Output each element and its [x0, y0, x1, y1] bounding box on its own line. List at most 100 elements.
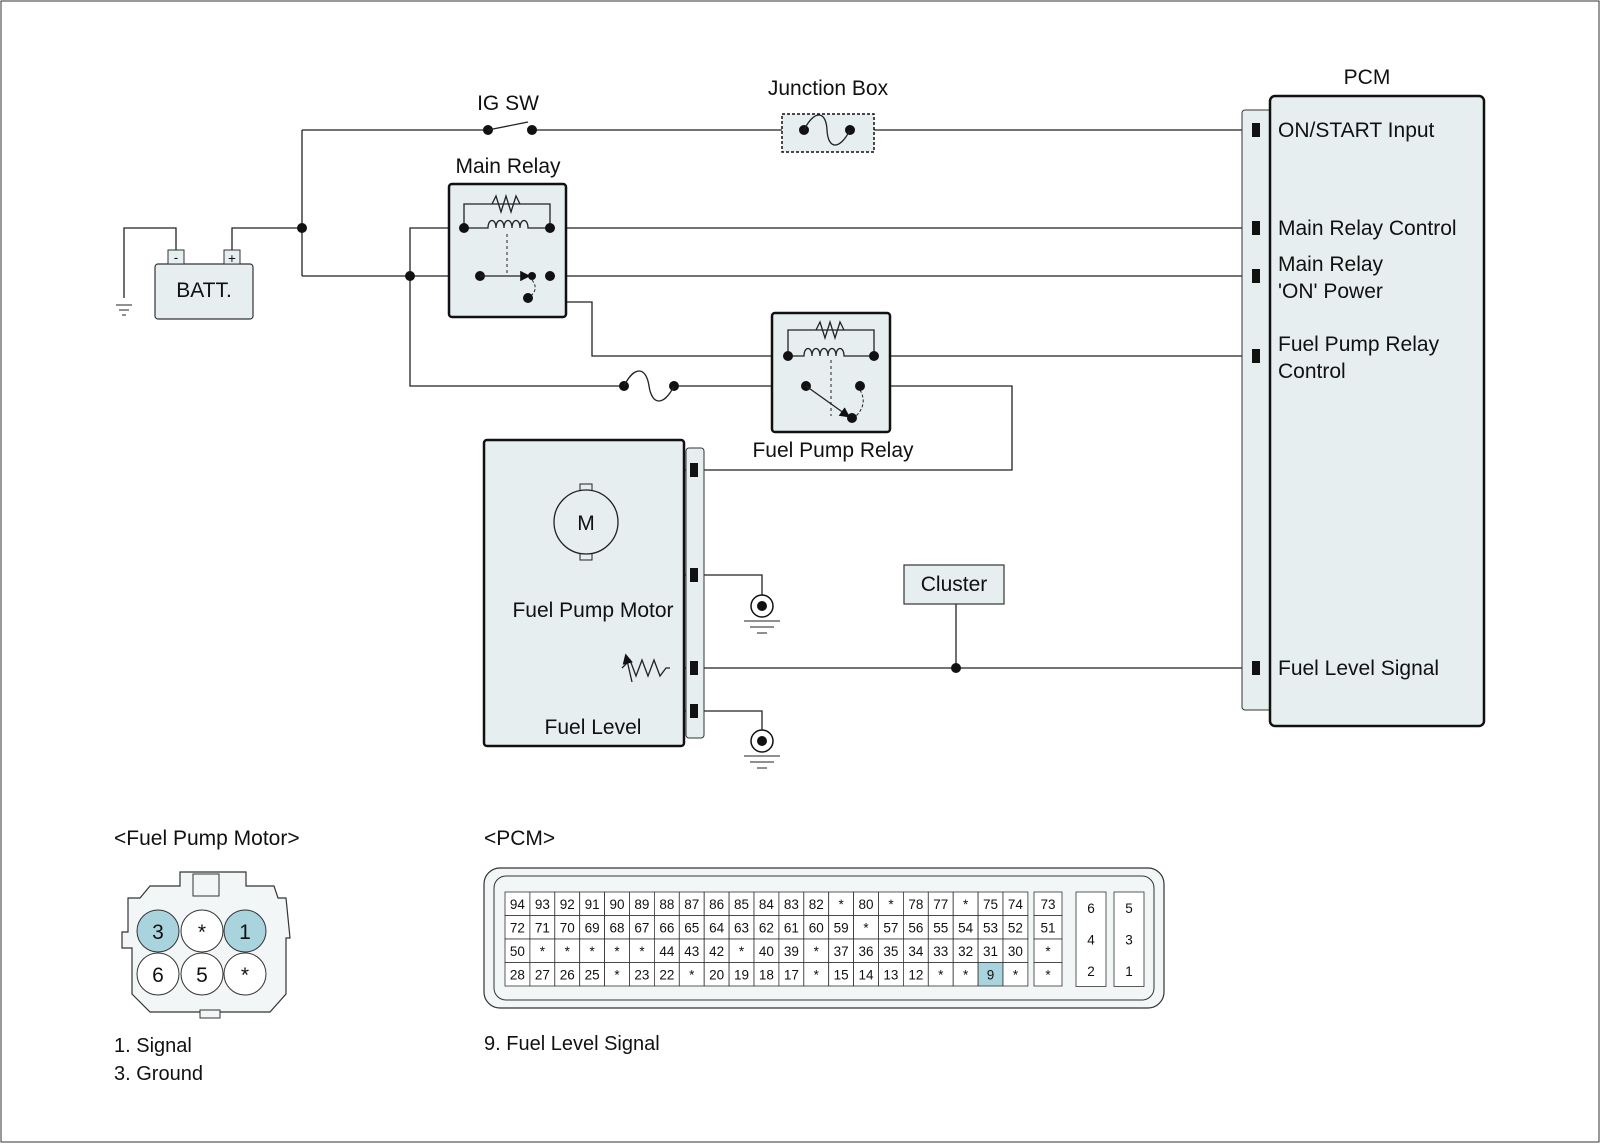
pcm-pin-number: 42	[709, 944, 724, 959]
pcm-pin-number: 23	[634, 968, 649, 983]
pcm-pin-number: 13	[883, 968, 898, 983]
fuel-pump-pin	[690, 661, 698, 675]
pcm-pin-number: 85	[734, 897, 749, 912]
pcm-pin-number: 62	[759, 921, 774, 936]
fuel-pump-pin-note: 3. Ground	[114, 1063, 203, 1085]
pcm-pin-number: 78	[908, 897, 923, 912]
battery-pos-terminal	[223, 249, 241, 265]
pcm-small-pin-number: 3	[1125, 933, 1133, 948]
pcm-pin-number: 90	[610, 897, 625, 912]
pcm-pin-number: 75	[983, 897, 998, 912]
junction-box-label: Junction Box	[768, 77, 889, 100]
pcm-pin-number: *	[963, 897, 969, 912]
pcm-pin-number: 67	[634, 921, 649, 936]
fuel-pump-pin-number: 1	[239, 921, 251, 944]
pcm-pin-number: *	[839, 897, 845, 912]
cluster-label: Cluster	[921, 573, 988, 596]
pcm-pin-number: 43	[684, 944, 699, 959]
fuel-pump-connector-pin	[136, 909, 180, 953]
pcm-pin-number: 27	[535, 968, 550, 983]
pcm-pin-number: 52	[1008, 921, 1023, 936]
pcm-pin-number: 39	[784, 944, 799, 959]
fuel-pump-pin-number: 3	[152, 921, 164, 944]
pcm-pin-number: *	[540, 944, 546, 959]
pcm-pin-number: *	[639, 944, 645, 959]
fuel-pump-motor-connector-title: <Fuel Pump Motor>	[114, 827, 300, 850]
pcm-pin-number: 35	[883, 944, 898, 959]
pcm-pin-number: 34	[908, 944, 924, 959]
pcm-pin-number: 74	[1008, 897, 1024, 912]
pcm-pin-number: 18	[759, 968, 774, 983]
pcm-pin-number: 72	[510, 921, 525, 936]
pcm-pin-terminal	[1252, 349, 1260, 363]
fuel-pump-connector-pin	[180, 909, 224, 953]
fuse-icon	[623, 370, 675, 402]
pcm-pin-note: 9. Fuel Level Signal	[484, 1033, 660, 1055]
pcm-pin-number: 63	[734, 921, 749, 936]
fuel-pump-connector-pin	[180, 952, 224, 996]
pcm-pin-label: Main Relay	[1278, 253, 1384, 276]
pcm-pin-number: *	[1013, 968, 1019, 983]
pcm-pin-terminal	[1252, 269, 1260, 283]
fuel-level-label: Fuel Level	[545, 716, 642, 739]
pcm-pin-number: 91	[585, 897, 600, 912]
pcm-small-block-right	[1113, 891, 1145, 987]
pcm-pin-number: *	[689, 968, 695, 983]
pcm-pin-number: 84	[759, 897, 775, 912]
fuel-pump-relay-label: Fuel Pump Relay	[752, 439, 914, 462]
pcm-pin-number: 94	[510, 897, 526, 912]
wire-junction-dots	[297, 223, 961, 673]
chassis-ground-symbol	[116, 304, 132, 316]
pcm-pin-number: 92	[560, 897, 575, 912]
pcm-pin-number: 89	[634, 897, 649, 912]
main-relay-resistor-icon	[491, 193, 521, 215]
pcm-pin-number: *	[814, 968, 820, 983]
fuel-pump-pin-number: *	[198, 921, 206, 944]
pcm-pin-number: 56	[908, 921, 923, 936]
pcm-pin-number: 26	[560, 968, 575, 983]
battery-neg-label: -	[174, 250, 179, 265]
fuel-pump-pin	[690, 568, 698, 582]
pcm-pin-number: *	[590, 944, 596, 959]
pcm-pin-number: 37	[834, 944, 849, 959]
junction-box: Junction Box	[768, 77, 889, 153]
pcm-pin-number: *	[938, 968, 944, 983]
main-relay-coil-icon	[464, 219, 550, 229]
pcm-pin-number: 14	[859, 968, 875, 983]
pcm-pin-number: 64	[709, 921, 725, 936]
cluster: Cluster	[903, 564, 1005, 605]
pcm-small-pin-number: 2	[1087, 964, 1095, 979]
pcm-pin-terminal	[1252, 123, 1260, 137]
pcm-pin-label: ON/START Input	[1278, 119, 1435, 142]
pcm-pin-number: 86	[709, 897, 724, 912]
pcm-pin-number: 61	[784, 921, 799, 936]
battery-label: BATT.	[176, 279, 232, 302]
pcm-pin-number: 71	[535, 921, 550, 936]
body-ground-icon	[744, 729, 780, 769]
pcm-pin-number: *	[963, 968, 969, 983]
pcm-pin-number: 54	[958, 921, 974, 936]
pcm-pin-number: 12	[908, 968, 923, 983]
fuel-pump-pin-number: 5	[196, 964, 208, 987]
pcm-pin-number: 57	[883, 921, 898, 936]
body-ground-icon	[744, 594, 780, 634]
pcm-pin-number: 40	[759, 944, 774, 959]
ig-switch: IG SW	[477, 92, 539, 135]
pcm-pin-number: 65	[684, 921, 699, 936]
main-relay: Main Relay	[447, 155, 568, 319]
pcm-connector-strip	[1241, 109, 1273, 711]
pcm-pin-number: 22	[659, 968, 674, 983]
pcm-pin-number: 73	[1040, 897, 1055, 912]
pcm-pin-label: 'ON' Power	[1278, 280, 1383, 303]
pcm-pin-label: Fuel Level Signal	[1278, 657, 1439, 680]
pcm-pin-number: 33	[933, 944, 948, 959]
fuel-pump-motor-label: Fuel Pump Motor	[512, 599, 673, 622]
pcm-pin-number: 60	[809, 921, 824, 936]
pcm-pin-number: 59	[834, 921, 849, 936]
pcm-pin-number: *	[614, 968, 620, 983]
fuel-pump-connector-pin	[136, 952, 180, 996]
